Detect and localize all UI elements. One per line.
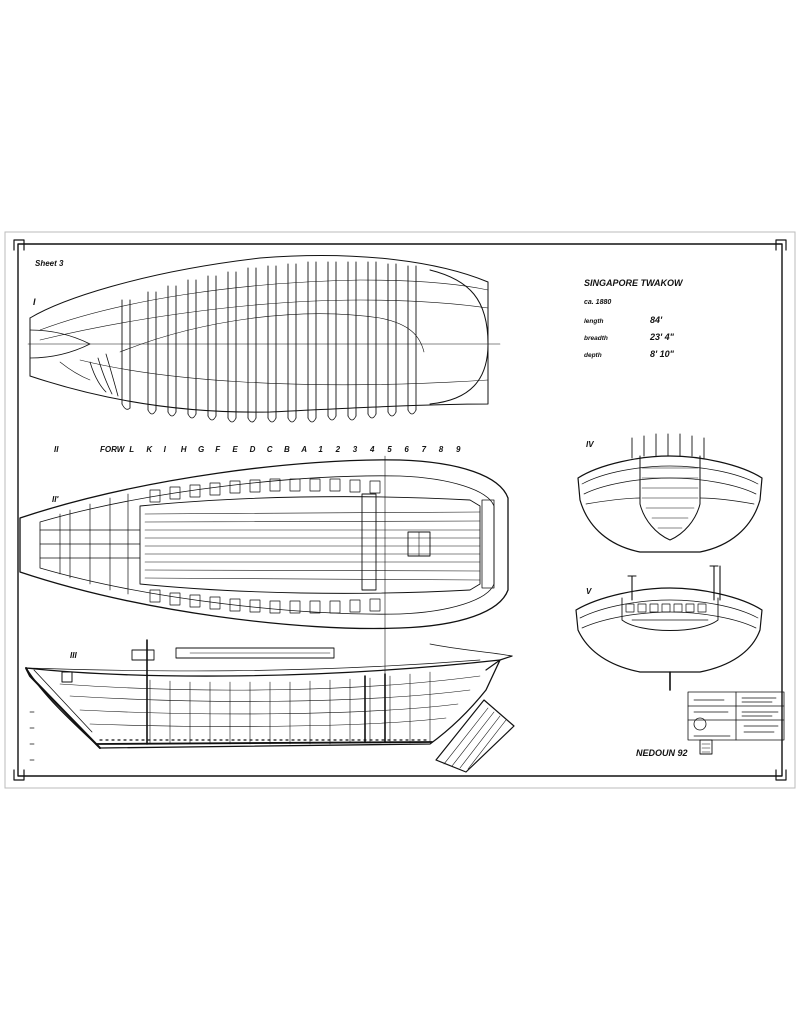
edge-ticks [29,711,35,761]
drawing-subtitle: ca. 1880 [584,299,611,306]
drawing-number: NEDOUN 92 [636,748,688,758]
station-label: E [232,445,238,454]
view-label-station-row: II [54,445,59,454]
view-label-section-lower: V [586,587,592,596]
station-label: C [267,445,273,454]
station-label: D [250,445,256,454]
station-label: I [164,445,167,454]
station-label: 4 [369,445,375,454]
spec-length-value: 84' [650,315,663,325]
section-view-upper [577,433,763,553]
profile-view [25,639,515,773]
station-label: 2 [335,445,341,454]
deck-plan [19,455,509,681]
view-label-top-view: I [33,297,36,307]
spec-depth-label: depth [584,352,602,359]
station-label: FORW [100,445,126,454]
sheet-label: Sheet 3 [35,259,64,268]
spec-depth-value: 8' 10" [650,349,675,359]
station-label: 8 [439,445,444,454]
drawing-number-mark-lines [701,743,711,753]
station-label: K [146,445,153,454]
view-label-section-upper: IV [586,440,594,449]
stamp-box [687,691,785,741]
station-label: 1 [318,445,323,454]
drawing-title: SINGAPORE TWAKOW [584,278,684,288]
station-label: 7 [422,445,427,454]
station-label: 6 [404,445,409,454]
station-label: F [215,445,221,454]
sheet-paper [4,231,796,789]
station-label: 9 [456,445,461,454]
view-label-deck-plan: II' [52,495,59,504]
station-label: G [198,445,204,454]
station-label: B [284,445,290,454]
view-label-profile: III [70,651,77,660]
top-view [27,255,501,423]
title-block: SINGAPORE TWAKOW ca. 1880 length 84' bre… [584,278,684,359]
station-label: L [129,445,134,454]
station-label: H [181,445,187,454]
station-label: 5 [387,445,392,454]
station-label: A [300,445,307,454]
spec-breadth-label: breadth [584,335,608,342]
corner-marks [13,239,787,781]
drawing-number-mark [699,739,713,755]
spec-breadth-value: 23' 4" [649,332,675,342]
spec-length-label: length [584,318,604,325]
section-view-lower [575,565,763,691]
sheet-border [17,243,783,777]
station-label: 3 [353,445,358,454]
